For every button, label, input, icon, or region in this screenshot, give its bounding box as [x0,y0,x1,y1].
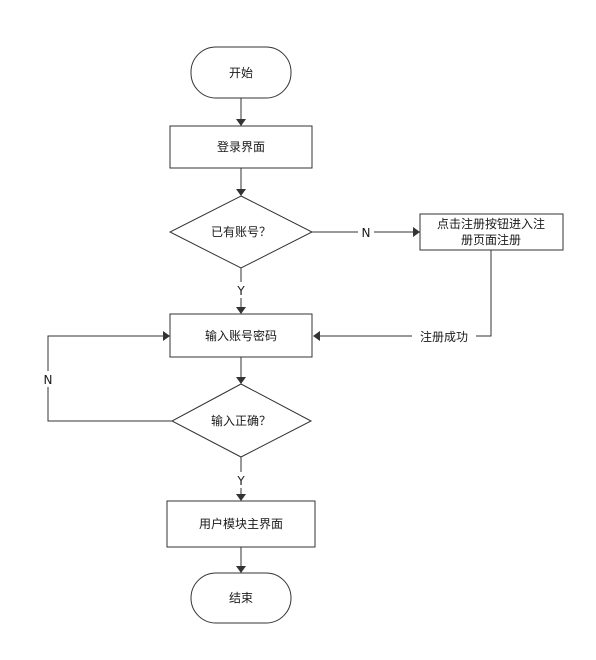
edge-label-bg-yes-correct [233,472,249,488]
edge-label-bg-no-account [358,224,374,240]
arrowhead-register [413,227,420,237]
register-node: 点击注册按钮进入注 册页面注册 [419,213,564,251]
has-account-decision-label: 已有账号？ [211,225,271,239]
start-node-label: 开始 [229,66,253,80]
arrowhead-main [236,494,246,501]
edge-label-bg-yes-account [233,282,249,298]
edge-label-yes-correct: Y [236,474,245,488]
arrowhead-input-from-yes [236,307,246,314]
arrowhead-correct [236,377,246,384]
correct-input-decision-label: 输入正确？ [211,413,271,428]
user-main-node: 用户模块主界面 [166,500,316,548]
edge-label-bg-register-success [412,327,476,345]
start-node: 开始 [190,46,292,99]
login-page-node: 登录界面 [169,125,313,169]
correct-input-decision: 输入正确？ [170,383,313,458]
edge-no-correct-loop [47,335,172,422]
end-node-label: 结束 [229,591,253,605]
input-credentials-node: 输入账号密码 [169,313,313,358]
input-credentials-node-label: 输入账号密码 [205,328,277,343]
register-node-label-line1: 点击注册按钮进入注 [437,216,545,231]
arrowhead-login [236,119,246,126]
edge-label-bg-no-correct [40,371,56,387]
edge-label-yes-account: Y [236,284,245,298]
edge-label-no-account: N [362,226,371,240]
edge-register-success-to-input [320,250,492,337]
register-node-label-line2: 册页面注册 [461,232,521,247]
arrowhead-input-from-loop [163,331,170,341]
user-main-node-label: 用户模块主界面 [199,516,283,531]
arrowhead-has-account [236,189,246,196]
login-page-node-label: 登录界面 [217,139,265,154]
edge-label-register-success: 注册成功 [420,329,468,344]
edge-label-no-correct: N [44,373,53,387]
arrowhead-input-from-register [313,331,320,341]
arrowhead-end [236,566,246,573]
end-node: 结束 [190,572,292,624]
has-account-decision: 已有账号？ [168,195,314,269]
